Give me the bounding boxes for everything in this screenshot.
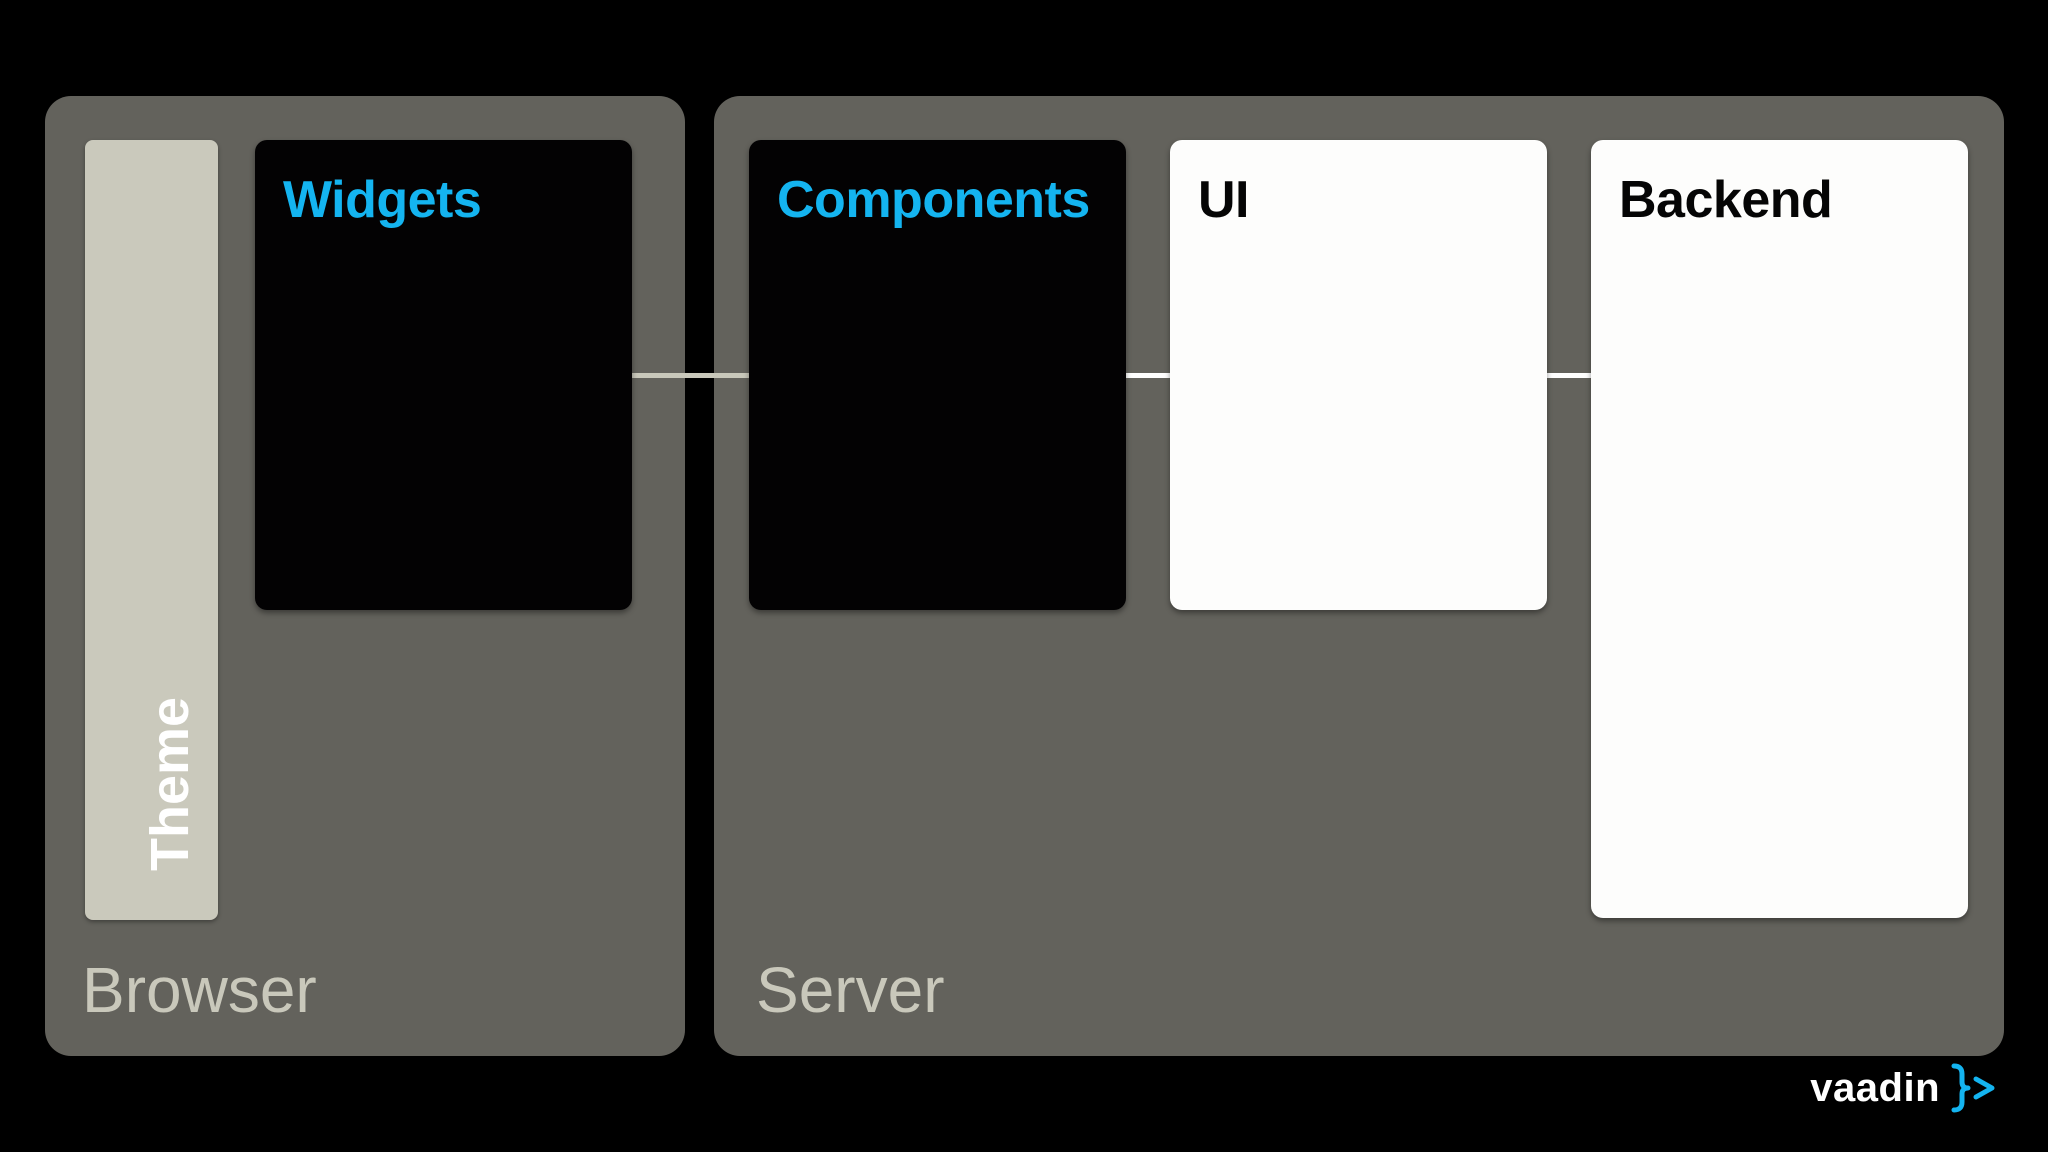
server-label: Server bbox=[756, 954, 945, 1026]
widgets-title: Widgets bbox=[283, 171, 482, 229]
logo-wordmark: vaadin bbox=[1810, 1066, 1940, 1110]
browser-label: Browser bbox=[82, 954, 317, 1026]
components-title: Components bbox=[777, 171, 1090, 229]
connector-ui-backend bbox=[1547, 373, 1591, 378]
vaadin-bracket-icon bbox=[1951, 1063, 1995, 1113]
components-box: Components bbox=[749, 140, 1126, 610]
connector-widgets-components bbox=[632, 373, 749, 378]
ui-title: UI bbox=[1198, 171, 1250, 229]
widgets-box: Widgets bbox=[255, 140, 632, 610]
connector-components-ui bbox=[1126, 373, 1170, 378]
vaadin-logo: vaadin bbox=[1810, 1062, 1998, 1114]
backend-box: Backend bbox=[1591, 140, 1968, 918]
theme-layer: Theme bbox=[85, 140, 218, 920]
theme-label: Theme bbox=[139, 696, 200, 871]
backend-title: Backend bbox=[1619, 171, 1833, 229]
ui-box: UI bbox=[1170, 140, 1547, 610]
